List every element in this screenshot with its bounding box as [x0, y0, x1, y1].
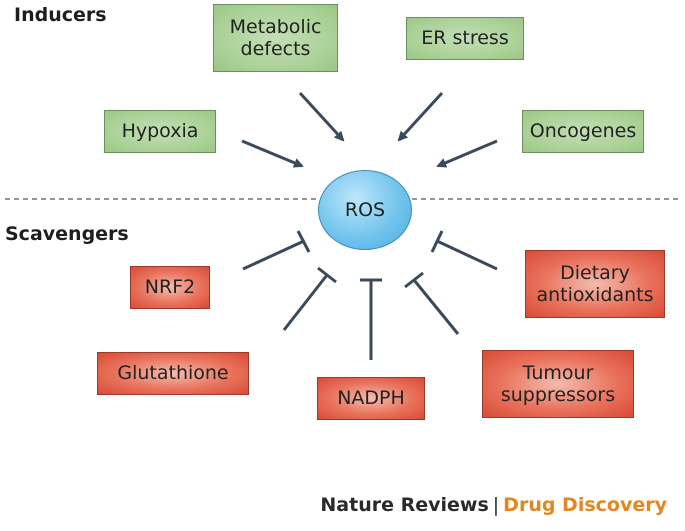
inhibit-nadph: [360, 278, 382, 360]
arrow-metabolic-to-ros: [298, 91, 345, 142]
arrow-hypoxia-to-ros: [241, 139, 304, 168]
inducer-label-line1: Metabolic: [229, 15, 322, 38]
credit-journal: Nature Reviews: [320, 494, 489, 516]
arrow-er-stress-to-ros: [397, 91, 444, 142]
inhibit-nrf2: [242, 230, 311, 271]
ros-node: ROS: [318, 170, 412, 250]
scavenger-label-line2: suppressors: [500, 384, 616, 406]
inhibit-glutathione: [282, 266, 337, 331]
scavenger-label-line1: Tumour: [522, 361, 594, 384]
inhibit-tumour-suppressors: [404, 271, 460, 335]
scavenger-label-line2: antioxidants: [536, 284, 654, 306]
scavenger-box-nrf2: NRF2: [130, 266, 210, 309]
scavenger-label-line1: Dietary: [560, 261, 630, 284]
inducer-box-metabolic-defects: Metabolic defects: [213, 4, 338, 72]
inducer-box-er-stress: ER stress: [406, 17, 524, 60]
journal-credit: Nature Reviews|Drug Discovery: [320, 494, 667, 516]
inducer-label: Oncogenes: [529, 120, 637, 143]
arrow-oncogenes-to-ros: [436, 139, 498, 168]
inhibit-dietary-antioxidants: [430, 230, 498, 271]
inducer-label-line2: defects: [240, 38, 311, 60]
credit-separator: |: [492, 494, 500, 516]
inducer-label: ER stress: [421, 27, 509, 50]
scavenger-box-tumour-suppressors: Tumour suppressors: [482, 350, 634, 418]
scavenger-label: Glutathione: [117, 362, 229, 385]
inducer-label: Hypoxia: [121, 120, 199, 143]
scavenger-box-dietary-antioxidants: Dietary antioxidants: [525, 250, 665, 318]
inducer-box-hypoxia: Hypoxia: [104, 110, 216, 153]
inducers-heading: Inducers: [14, 4, 107, 26]
inducer-box-oncogenes: Oncogenes: [522, 110, 644, 153]
credit-section: Drug Discovery: [503, 494, 667, 516]
scavenger-label: NRF2: [144, 276, 196, 299]
scavenger-box-glutathione: Glutathione: [97, 352, 249, 395]
scavenger-box-nadph: NADPH: [317, 377, 425, 420]
scavenger-label: NADPH: [337, 387, 405, 410]
scavengers-heading: Scavengers: [5, 223, 129, 245]
